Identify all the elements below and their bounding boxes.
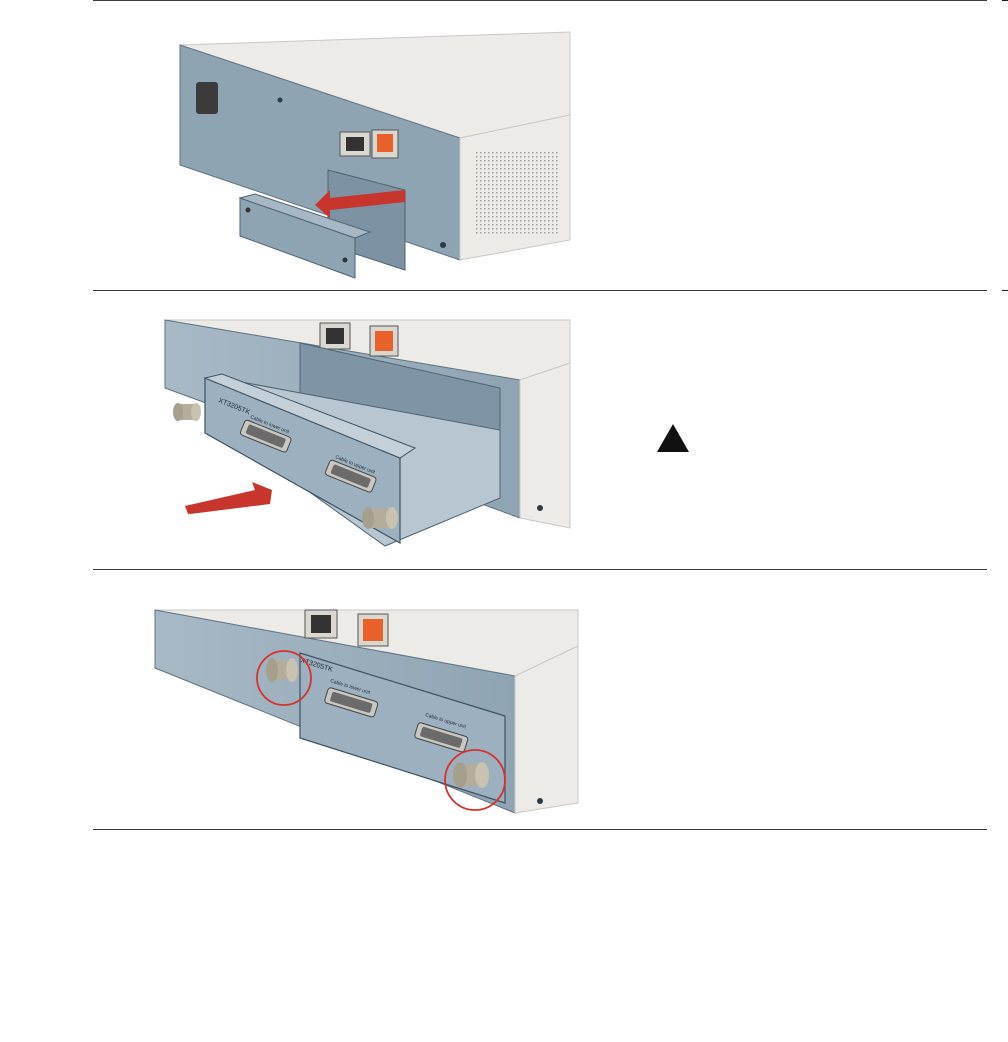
highlight-circle-left (256, 650, 312, 706)
bottom-rule (93, 829, 987, 830)
highlight-circle-right (444, 749, 506, 811)
step-2-illustration: XT3205TK Cable to lower unit Cable to up… (160, 318, 580, 560)
thumbscrew-right-tightened (453, 762, 489, 788)
step-1-illustration (160, 20, 580, 282)
divider-rule-1 (93, 290, 987, 291)
top-rule (93, 0, 987, 1)
edge-strip-1 (1002, 0, 1008, 1)
step-3-illustration: XT3205TK Cable to lower unit Cable to up… (150, 598, 580, 822)
divider-rule-2 (93, 569, 987, 570)
thumbscrew-right (362, 507, 398, 529)
warning-triangle-icon (655, 422, 691, 454)
edge-strip-2 (1002, 290, 1008, 291)
thumbscrew-left (173, 403, 201, 421)
thumbscrew-left-tightened (266, 658, 298, 682)
